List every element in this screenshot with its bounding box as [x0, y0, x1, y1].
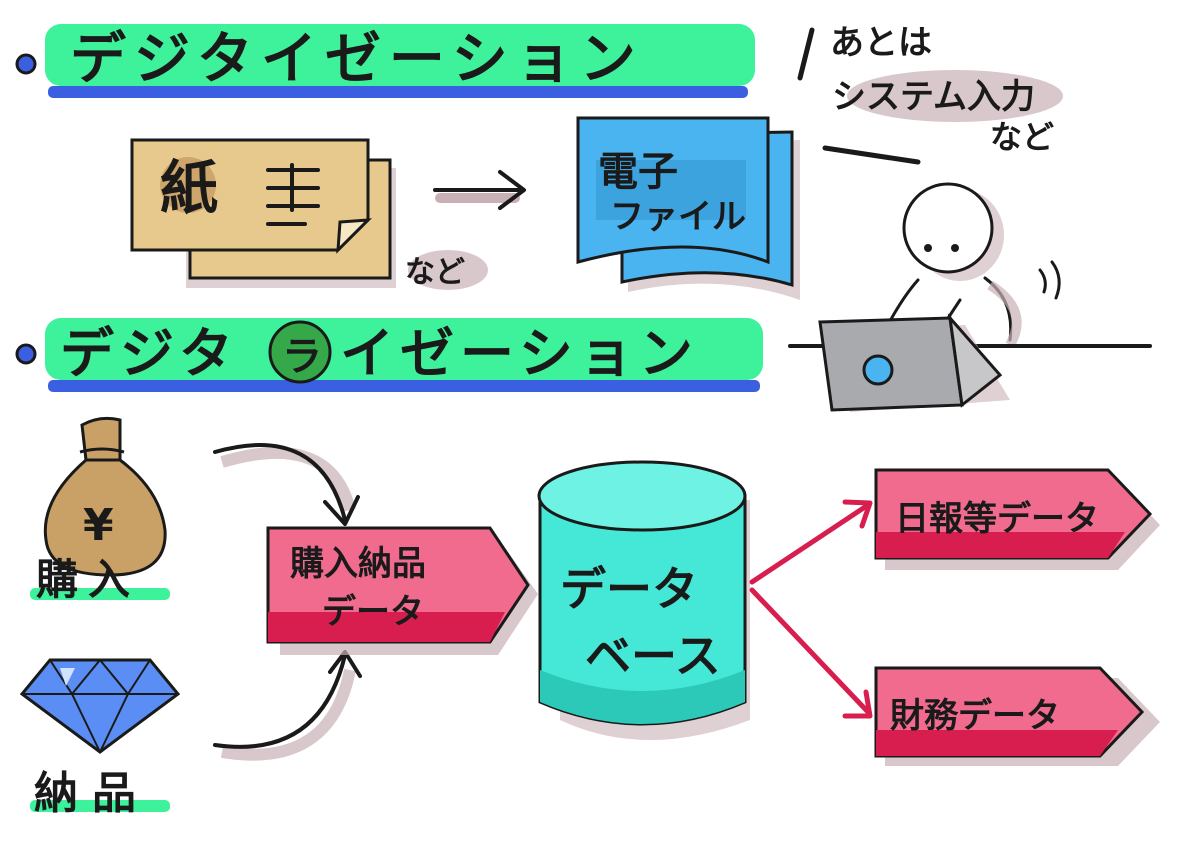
note-group: あとは システム入力 など — [797, 23, 1063, 165]
file-front — [576, 116, 770, 265]
note-line1: あとは — [830, 23, 932, 63]
bag-symbol: ¥ — [83, 500, 114, 551]
note-highlight — [847, 70, 1063, 122]
purchase-label-highlight — [30, 588, 170, 600]
outflow-arrow-top-head — [842, 499, 873, 529]
section1-title-group: デジタイゼーション — [15, 24, 755, 98]
outflow-arrow-top — [749, 502, 871, 585]
section1-title: デジタイゼーション — [70, 27, 644, 92]
file-label-2: ファイル — [610, 197, 746, 237]
note-line3: など — [990, 118, 1054, 156]
paper-fold — [336, 218, 372, 254]
outflow-arrows — [749, 499, 873, 719]
file-label-shadow — [596, 160, 746, 220]
bag-tie — [79, 447, 125, 454]
section2-title-part1: デジタ — [60, 322, 239, 385]
outflow-arrow-bottom-head — [842, 689, 873, 719]
output-tag-daily: 日報等データ — [874, 468, 1160, 570]
output-tag-financial: 財務データ — [874, 666, 1160, 766]
file-label-1: 電子 — [598, 149, 678, 195]
note-slash — [797, 27, 815, 81]
digitize-arrow-head — [498, 170, 526, 210]
paper-suffix-blob — [408, 250, 488, 290]
section2-title-part2: イゼーション — [340, 322, 699, 385]
delivery-label-highlight — [30, 800, 170, 812]
inflow-arrow-top — [213, 443, 347, 522]
person-head — [902, 182, 994, 274]
database-icon: データ ベース — [537, 460, 750, 740]
bag-neck — [80, 416, 122, 462]
output1-dark — [876, 532, 1125, 558]
diamond-facets — [22, 659, 178, 753]
output2-label: 財務データ — [890, 696, 1060, 736]
laptop-base — [947, 313, 1003, 408]
diamond-shine — [60, 668, 75, 686]
person-body-shadow — [987, 280, 1022, 348]
note-line2: システム入力 — [832, 77, 1035, 117]
typing-waves-icon — [1038, 260, 1061, 300]
output1-label: 日報等データ — [895, 499, 1099, 539]
db-top — [537, 460, 747, 532]
person-eye-right — [951, 244, 959, 252]
bullet-dot-1 — [15, 53, 37, 75]
outflow-arrow-bottom — [749, 587, 871, 715]
purchase-label: 購入 — [36, 555, 140, 604]
paper-label: 紙 — [160, 154, 218, 222]
inflow-arrow-bottom — [213, 653, 347, 749]
paper-text-lines-icon — [266, 163, 320, 226]
diamond-icon: 納品 — [19, 658, 181, 819]
bullet-dot-2 — [15, 343, 37, 365]
digitize-arrow — [433, 170, 526, 210]
inflow-arrow-top-head — [323, 495, 360, 526]
section2-title-circled: ラ — [282, 334, 322, 380]
person-eye-left — [924, 244, 932, 252]
inflow-arrow-bottom-shadow — [221, 668, 356, 761]
person-at-laptop-icon — [788, 182, 1152, 412]
title2-highlight — [45, 318, 763, 380]
input-data-line1: 購入納品 — [290, 544, 426, 584]
money-bag-icon: ¥ 購入 — [30, 416, 170, 604]
paper-stack: 紙 など — [130, 138, 488, 290]
paper-label-blob — [160, 157, 216, 213]
database-line1: データ — [560, 562, 698, 616]
laptop-logo — [862, 354, 894, 386]
bag-body — [43, 458, 167, 577]
input-data-line2: データ — [322, 592, 424, 632]
electronic-file: 電子 ファイル — [576, 116, 800, 300]
input-tag-dark — [268, 612, 505, 642]
delivery-label: 納品 — [34, 768, 150, 819]
title2-underline — [48, 380, 760, 392]
title1-underline — [48, 86, 748, 98]
input-data-tag: 購入納品 データ — [266, 526, 538, 655]
output2-dark — [876, 730, 1118, 756]
note-dash — [822, 145, 921, 165]
diamond-shape — [19, 658, 181, 754]
database-line2: ベース — [585, 629, 721, 683]
section2-title-group: デジタ ラ イゼーション — [15, 318, 763, 392]
paper-suffix: など — [405, 255, 465, 290]
title1-highlight — [45, 24, 755, 86]
db-body-dark — [540, 670, 745, 724]
title2-circle — [268, 320, 332, 384]
